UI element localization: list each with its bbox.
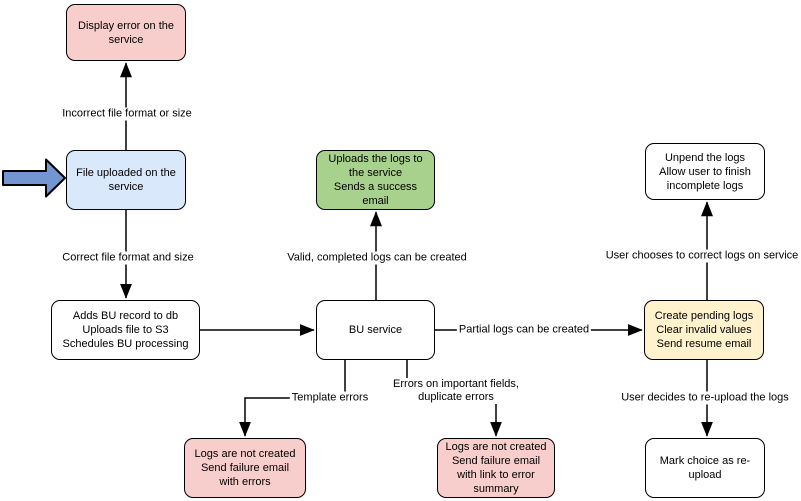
- node-adds-bu-record: Adds BU record to db Uploads file to S3 …: [51, 300, 200, 360]
- node-logs-not-created-summary: Logs are not created Send failure email …: [437, 438, 555, 498]
- edge-label-correct-format: Correct file format and size: [60, 251, 196, 265]
- edge-label-template-errors: Template errors: [289, 391, 371, 405]
- node-file-uploaded: File uploaded on the service: [66, 150, 186, 210]
- node-logs-not-created-errors: Logs are not created Send failure email …: [184, 438, 306, 498]
- node-display-error: Display error on the service: [66, 4, 186, 61]
- edge-label-important-fields: Errors on important fields, duplicate er…: [391, 378, 521, 404]
- node-uploads-logs-success: Uploads the logs to the service Sends a …: [316, 150, 435, 210]
- node-create-pending-logs: Create pending logs Clear invalid values…: [644, 300, 764, 360]
- input-flow-arrow-icon: [2, 158, 66, 198]
- edge-label-reupload: User decides to re-upload the logs: [619, 391, 791, 405]
- edge-label-incorrect-format: Incorrect file format or size: [60, 107, 194, 121]
- edge-label-correct-on-service: User chooses to correct logs on service: [603, 249, 801, 263]
- edge-label-partial-logs: Partial logs can be created: [456, 323, 592, 337]
- node-bu-service: BU service: [316, 300, 435, 360]
- node-unpend-logs: Unpend the logs Allow user to finish inc…: [645, 143, 765, 200]
- node-mark-choice-reupload: Mark choice as re-upload: [645, 438, 765, 498]
- edge-label-valid-logs: Valid, completed logs can be created: [285, 251, 469, 265]
